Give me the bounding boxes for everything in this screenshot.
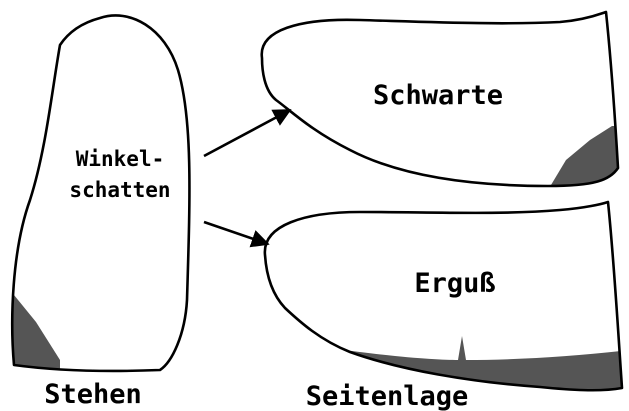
costophrenic-shadow-upright	[12, 290, 60, 371]
label-erguss: Erguß	[414, 268, 495, 299]
label-schwarte: Schwarte	[373, 80, 503, 111]
lung-erguss-outline	[263, 200, 624, 392]
label-seitenlage: Seitenlage	[306, 381, 469, 411]
lung-lateral-schwarte	[260, 10, 620, 188]
lung-schwarte-outline	[260, 10, 620, 188]
lung-upright	[11, 14, 191, 373]
lung-upright-outline	[11, 14, 191, 373]
arrow-to-schwarte	[203, 108, 292, 158]
label-stehen: Stehen	[44, 379, 142, 410]
label-winkelschatten-line1: Winkel-	[76, 147, 165, 171]
label-winkelschatten-line2: schatten	[69, 178, 170, 202]
arrow-to-erguss	[203, 220, 270, 248]
lung-lateral-erguss	[263, 200, 624, 392]
